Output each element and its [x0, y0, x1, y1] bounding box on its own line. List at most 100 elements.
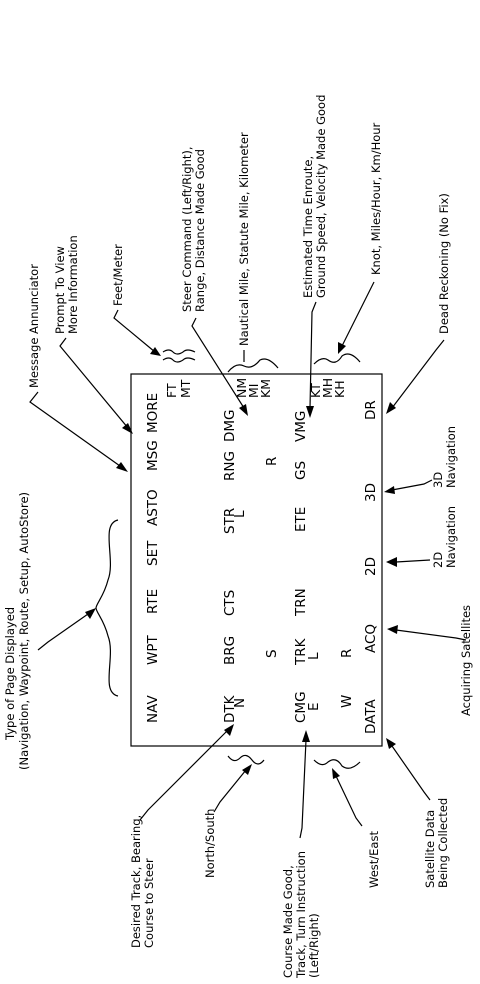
field-trn: TRN	[293, 588, 309, 617]
status-row: DATA ACQ 2D 3D DR	[363, 400, 379, 734]
indicator-e: E	[306, 702, 322, 711]
label-steer-line2: Range, Distance Made Good	[193, 149, 207, 312]
display-screen	[130, 373, 383, 747]
label-2d-line2: Navigation	[444, 506, 458, 568]
label-dead-reckoning: Dead Reckoning (No Fix)	[437, 193, 451, 334]
leader-dr	[391, 339, 445, 409]
field-gs: GS	[293, 461, 309, 480]
leader-dtk	[139, 729, 229, 821]
label-satdata-line2: Being Collected	[436, 798, 450, 888]
field-cmg: CMG	[293, 691, 309, 723]
leader-acquiring	[395, 629, 467, 641]
label-ete-line2: Ground Speed, Velocity Made Good	[314, 95, 328, 298]
field-ete: ETE	[293, 507, 309, 532]
brace-west-east	[313, 759, 361, 769]
label-feet-meter: Feet/Meter	[111, 244, 125, 306]
status-3d: 3D	[363, 483, 379, 502]
indicator-trn-r: R	[339, 649, 355, 658]
page-type-more: MORE	[145, 393, 161, 433]
label-steer-line1: Steer Command (Left/Right),	[180, 146, 194, 312]
indicator-steer-r: R	[264, 457, 280, 466]
brace-type	[95, 519, 119, 697]
nav-row-2: DTK BRG CTS STR RNG DMG	[222, 409, 238, 723]
field-dtk: DTK	[222, 694, 238, 723]
unit-mh: MH	[320, 378, 335, 398]
label-north-south: North/South	[203, 809, 217, 878]
label-knot: Knot, Miles/Hour, Km/Hour	[369, 122, 383, 275]
label-3d-line2: Navigation	[444, 426, 458, 488]
arrowhead-west-east	[332, 768, 340, 779]
page-type-nav: NAV	[145, 695, 161, 723]
unit-kh: KH	[332, 380, 347, 398]
unit-mi: MI	[246, 384, 261, 398]
unit-kt: KT	[308, 383, 323, 398]
page-type-row: NAV WPT RTE SET ASTO MSG MORE	[145, 393, 161, 723]
leader-prompt	[59, 337, 129, 429]
field-brg: BRG	[222, 636, 238, 665]
brace-north-south	[227, 754, 265, 765]
leader-west-east	[335, 775, 363, 827]
field-dmg: DMG	[222, 409, 238, 442]
label-cmg-line2: Track, Turn Instruction	[294, 851, 308, 979]
leader-3d	[391, 479, 433, 491]
status-data: DATA	[363, 698, 379, 734]
label-west-east: West/East	[367, 831, 381, 888]
label-type-line1: Type of Page Displayed	[3, 607, 17, 741]
arrowhead-2d	[386, 557, 397, 567]
label-prompt-line2: More Information	[66, 235, 80, 334]
leader-satdata	[391, 745, 431, 801]
label-type-line2: (Navigation, Waypoint, Route, Setup, Aut…	[17, 492, 31, 770]
label-dtk-line2: Course to Steer	[142, 858, 156, 948]
label-3d-line1: 3D	[431, 472, 445, 488]
label-nautical: Nautical Mile, Statute Mile, Kilometer	[237, 132, 251, 346]
arrowhead-acquiring	[387, 625, 398, 634]
page-type-rte: RTE	[145, 589, 161, 614]
unit-nm: NM	[234, 378, 249, 398]
field-trk: TRK	[293, 637, 309, 666]
status-dr: DR	[363, 400, 379, 420]
leader-steer	[191, 317, 245, 409]
arrowhead-dr	[386, 402, 396, 414]
arrowhead-satdata	[386, 738, 396, 749]
page-type-asto: ASTO	[145, 489, 161, 526]
arrowhead-knot	[338, 342, 346, 354]
arrowhead-type	[85, 608, 96, 619]
label-cmg-line3: (Left/Right)	[307, 913, 321, 978]
arrowhead-message	[116, 462, 128, 472]
leader-2d	[395, 559, 431, 563]
arrowhead-steer	[239, 404, 248, 416]
unit-km: KM	[258, 379, 273, 398]
field-str: STR	[222, 508, 238, 534]
leader-north-south	[213, 769, 247, 813]
indicator-steer-l: L	[232, 510, 248, 518]
label-dtk-line1: Desired Track, Bearing,	[129, 815, 143, 948]
label-prompt-line1: Prompt To View	[53, 246, 67, 334]
label-ete-line1: Estimated Time Enroute,	[301, 156, 315, 298]
leader-ete	[309, 301, 317, 409]
arrowhead-prompt	[122, 423, 133, 434]
indicator-trn-l: L	[306, 652, 322, 660]
unit-mt: MT	[178, 379, 193, 398]
status-2d: 2D	[363, 557, 379, 576]
arrowhead-feet	[150, 347, 161, 356]
leader-knot	[341, 281, 375, 347]
leader-cmg	[299, 739, 307, 839]
indicator-n: N	[232, 698, 248, 708]
arrowhead-cmg	[302, 730, 310, 742]
page-type-msg: MSG	[145, 440, 161, 471]
brace-nautical	[227, 358, 279, 373]
label-message-annunciator: Message Annunciator	[27, 264, 41, 388]
leader-feet	[113, 309, 156, 353]
arrowhead-3d	[384, 486, 395, 494]
nav-row-3: CMG TRK TRN ETE GS VMG	[293, 411, 309, 723]
unit-ft: FT	[164, 383, 179, 398]
status-acq: ACQ	[363, 624, 379, 653]
arrowhead-north-south	[242, 764, 252, 775]
field-rng: RNG	[222, 451, 238, 481]
label-cmg-line1: Course Made Good,	[281, 865, 295, 978]
arrowhead-dtk	[224, 724, 234, 736]
brace-feet	[162, 349, 196, 355]
label-2d-line1: 2D	[431, 552, 445, 568]
arrowhead-ete	[306, 406, 314, 418]
label-acquiring: Acquiring Satellites	[459, 605, 473, 716]
